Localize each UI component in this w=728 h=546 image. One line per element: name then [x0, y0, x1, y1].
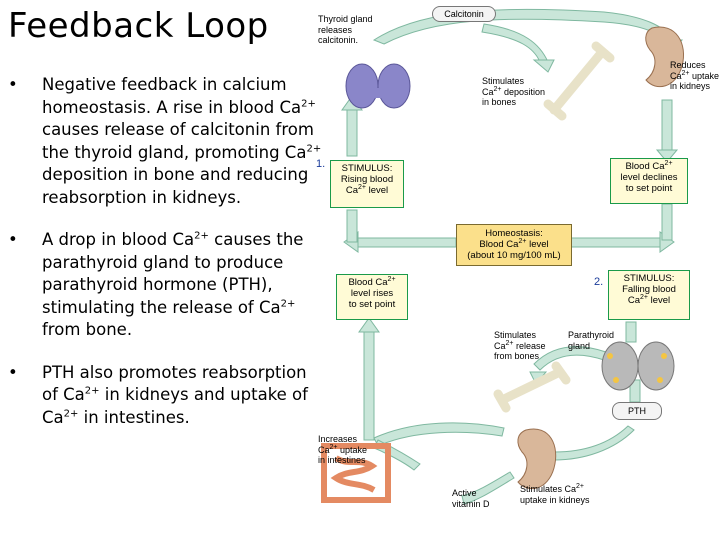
arrow-right-down [661, 99, 673, 153]
arrow-left-down [346, 209, 358, 243]
calcitonin-label: Calcitonin [432, 6, 496, 22]
arrow-pth-kidney [553, 425, 635, 461]
slide-title: Feedback Loop [8, 6, 269, 46]
kidney-top-glyph [645, 26, 684, 88]
stimulates-kidney-label: Stimulates Ca2+uptake in kidneys [520, 483, 590, 505]
bullet-list: • Negative feedback in calcium homeostas… [8, 74, 323, 449]
arrow-right-up [661, 203, 673, 241]
arrow-stim1-up [346, 107, 358, 157]
pth-label: PTH [612, 402, 662, 420]
bone-top-glyph [543, 41, 615, 121]
homeostasis-box: Homeostasis:Blood Ca2+ level(about 10 mg… [456, 224, 572, 266]
kidney-bottom-glyph [517, 428, 557, 490]
thyroid-glyph [345, 63, 411, 109]
intestine-glyph [321, 443, 391, 503]
arrowhead-right-down [655, 149, 679, 163]
step-number-1: 1. [316, 158, 326, 170]
arrow-home-right [569, 237, 661, 248]
bullet-item: • Negative feedback in calcium homeostas… [8, 75, 322, 207]
arrow-lower-left-up [363, 329, 375, 441]
step-number-2: 2. [594, 276, 604, 288]
arrowhead-bone [532, 59, 555, 73]
arrow-home-left [355, 237, 457, 248]
bullet-marker: • [8, 230, 18, 249]
bullet-item: • PTH also promotes reabsorption of Ca2+… [8, 362, 308, 427]
bullet-marker: • [8, 362, 18, 382]
bullet-item: • A drop in blood Ca2+ causes the parath… [8, 230, 304, 339]
arrowhead-lower-left [358, 317, 380, 333]
arrow-lower-loop [373, 422, 505, 447]
diagram-arrows [321, 8, 684, 505]
parathyroid-glyph [601, 341, 675, 391]
arrow-pth-bone [533, 346, 607, 371]
bullet-marker: • [8, 75, 18, 94]
arrow-calcitonin-bone [481, 23, 549, 63]
arrow-kidney-vitd [461, 471, 515, 505]
bone-bottom-glyph [493, 361, 571, 413]
arrow-stim2-down [625, 321, 637, 343]
